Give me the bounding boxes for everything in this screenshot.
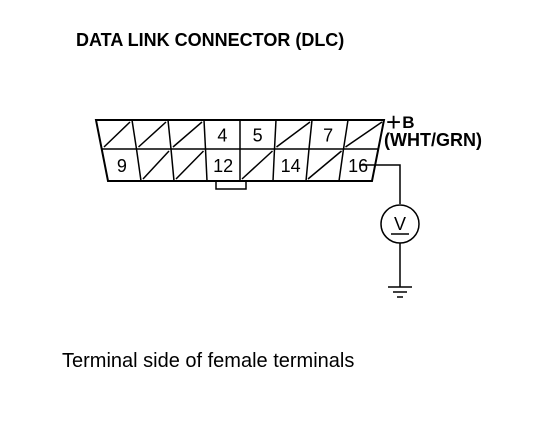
- cell-divider: [305, 148, 310, 182]
- power-label: +B: [386, 104, 415, 137]
- cell-divider: [203, 119, 207, 150]
- cell-divider: [135, 148, 142, 182]
- terminal-number: 12: [213, 156, 233, 176]
- unused-terminal-slash: [241, 150, 274, 180]
- unused-terminal-slash: [103, 121, 131, 148]
- unused-terminal-slash: [137, 121, 167, 148]
- plus-symbol: +: [386, 107, 402, 137]
- wire-color-label: (WHT/GRN): [384, 130, 482, 150]
- terminal-number: 4: [217, 126, 227, 146]
- ground-icon: [388, 286, 412, 298]
- terminal-number: 5: [253, 126, 263, 146]
- unused-terminal-slash: [142, 150, 170, 180]
- cell-divider: [131, 119, 138, 150]
- terminal-number: 16: [348, 156, 368, 176]
- cell-divider: [272, 148, 276, 182]
- cell-divider: [167, 119, 172, 150]
- terminal-number: 9: [117, 156, 127, 176]
- connector-cells: 4 5 7 9 12 14 16: [103, 119, 383, 182]
- power-letter: B: [402, 113, 415, 132]
- locking-tab: [215, 181, 247, 190]
- unused-terminal-slash: [345, 121, 383, 148]
- dlc-connector-outline: [94, 119, 386, 182]
- unused-terminal-slash: [175, 150, 205, 180]
- cell-divider: [338, 148, 345, 182]
- cell-divider: [308, 119, 313, 150]
- voltmeter-symbol: V: [394, 214, 406, 234]
- cell-divider: [273, 119, 277, 150]
- cell-divider: [170, 148, 175, 182]
- cell-divider: [204, 148, 208, 182]
- diagram-title: DATA LINK CONNECTOR (DLC): [76, 30, 345, 50]
- cell-divider: [342, 119, 349, 150]
- caption: Terminal side of female terminals: [62, 350, 355, 372]
- unused-terminal-slash: [307, 150, 342, 180]
- unused-terminal-slash: [172, 121, 203, 148]
- unused-terminal-slash: [276, 121, 311, 148]
- terminal-number: 14: [281, 156, 301, 176]
- terminal-number: 7: [323, 126, 333, 146]
- lead-wire: [360, 164, 401, 204]
